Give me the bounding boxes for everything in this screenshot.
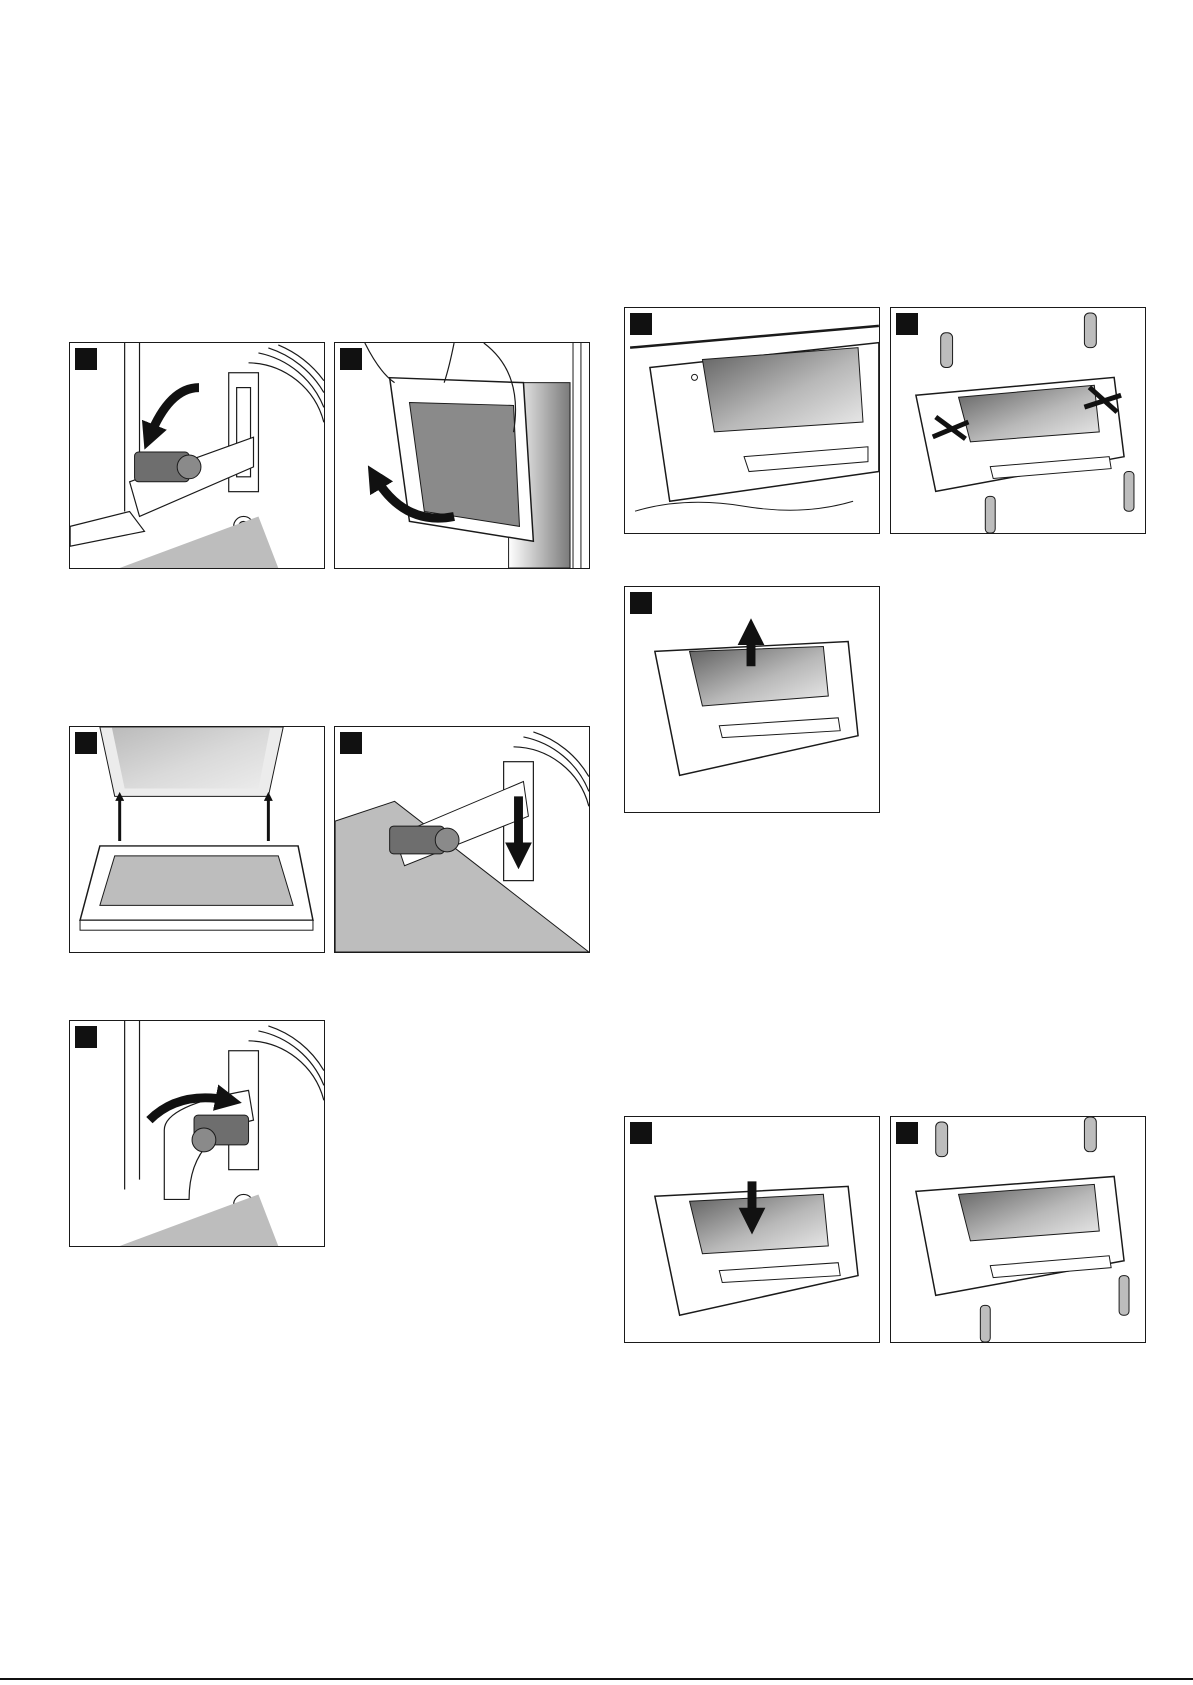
figure-glass-insert [624, 1116, 880, 1343]
step-badge [340, 348, 362, 370]
step-badge [75, 348, 97, 370]
glass-lift-out-icon [625, 587, 879, 812]
figure-door-panel [624, 307, 880, 534]
step-badge [630, 592, 652, 614]
figure-door-removal [334, 342, 590, 569]
figure-hinge-lever-open [69, 342, 325, 569]
step-badge [896, 313, 918, 335]
door-panel-icon [625, 308, 879, 533]
page-bottom-rule [0, 1678, 1193, 1680]
door-removal-icon [335, 343, 589, 568]
step-badge [630, 1122, 652, 1144]
step-badge [75, 1026, 97, 1048]
glass-insert-icon [625, 1117, 879, 1342]
hinge-lever-down-icon [335, 727, 589, 952]
screws-remove-icon [891, 308, 1145, 533]
figure-screws-remove [890, 307, 1146, 534]
figure-glass-lift-out [624, 586, 880, 813]
figure-hinge-lever-down [334, 726, 590, 953]
step-badge [630, 313, 652, 335]
step-badge [75, 732, 97, 754]
figure-hinge-lever-close [69, 1020, 325, 1247]
screws-fasten-icon [891, 1117, 1145, 1342]
door-hooks-icon [70, 727, 324, 952]
step-badge [896, 1122, 918, 1144]
figure-door-hooks [69, 726, 325, 953]
step-badge [340, 732, 362, 754]
figure-screws-fasten [890, 1116, 1146, 1343]
hinge-lever-close-icon [70, 1021, 324, 1246]
hinge-lever-open-icon [70, 343, 324, 568]
